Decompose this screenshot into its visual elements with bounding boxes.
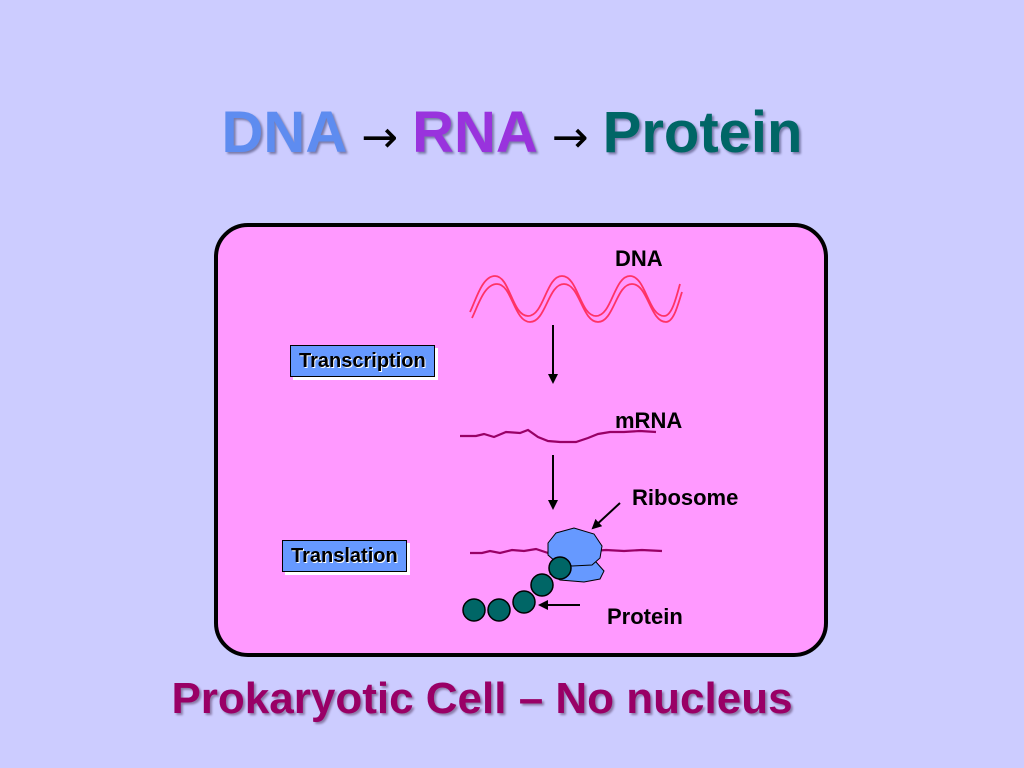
title-rna: RNA xyxy=(412,100,538,165)
title-protein: Protein xyxy=(602,100,803,165)
transcription-box: Transcription xyxy=(290,345,435,377)
amino-acid-bead xyxy=(512,590,536,614)
dna-double-helix xyxy=(469,275,683,323)
title-arrow-1: → xyxy=(361,112,399,163)
title-dna: DNA xyxy=(221,100,348,165)
slide-footer: Prokaryotic Cell – No nucleus xyxy=(171,674,793,723)
protein-label: Protein xyxy=(607,604,683,629)
slide-title: DNA → RNA → Protein xyxy=(0,98,1024,173)
title-arrow-2: → xyxy=(551,112,589,163)
ribosome-pointer-arrow xyxy=(591,502,621,530)
amino-acid-bead xyxy=(548,556,572,580)
ribosome-label: Ribosome xyxy=(632,485,739,510)
amino-acid-bead xyxy=(530,573,554,597)
protein-chain xyxy=(462,556,572,622)
dna-strand-1 xyxy=(469,275,681,317)
translation-box: Translation xyxy=(282,540,407,572)
amino-acid-bead xyxy=(462,598,486,622)
mrna-strand xyxy=(460,428,657,444)
prokaryotic-cell xyxy=(214,223,828,657)
mrna-label: mRNA xyxy=(615,408,683,433)
dna-label: DNA xyxy=(615,246,663,271)
dna-strand-2 xyxy=(471,283,683,323)
amino-acid-bead xyxy=(487,598,511,622)
